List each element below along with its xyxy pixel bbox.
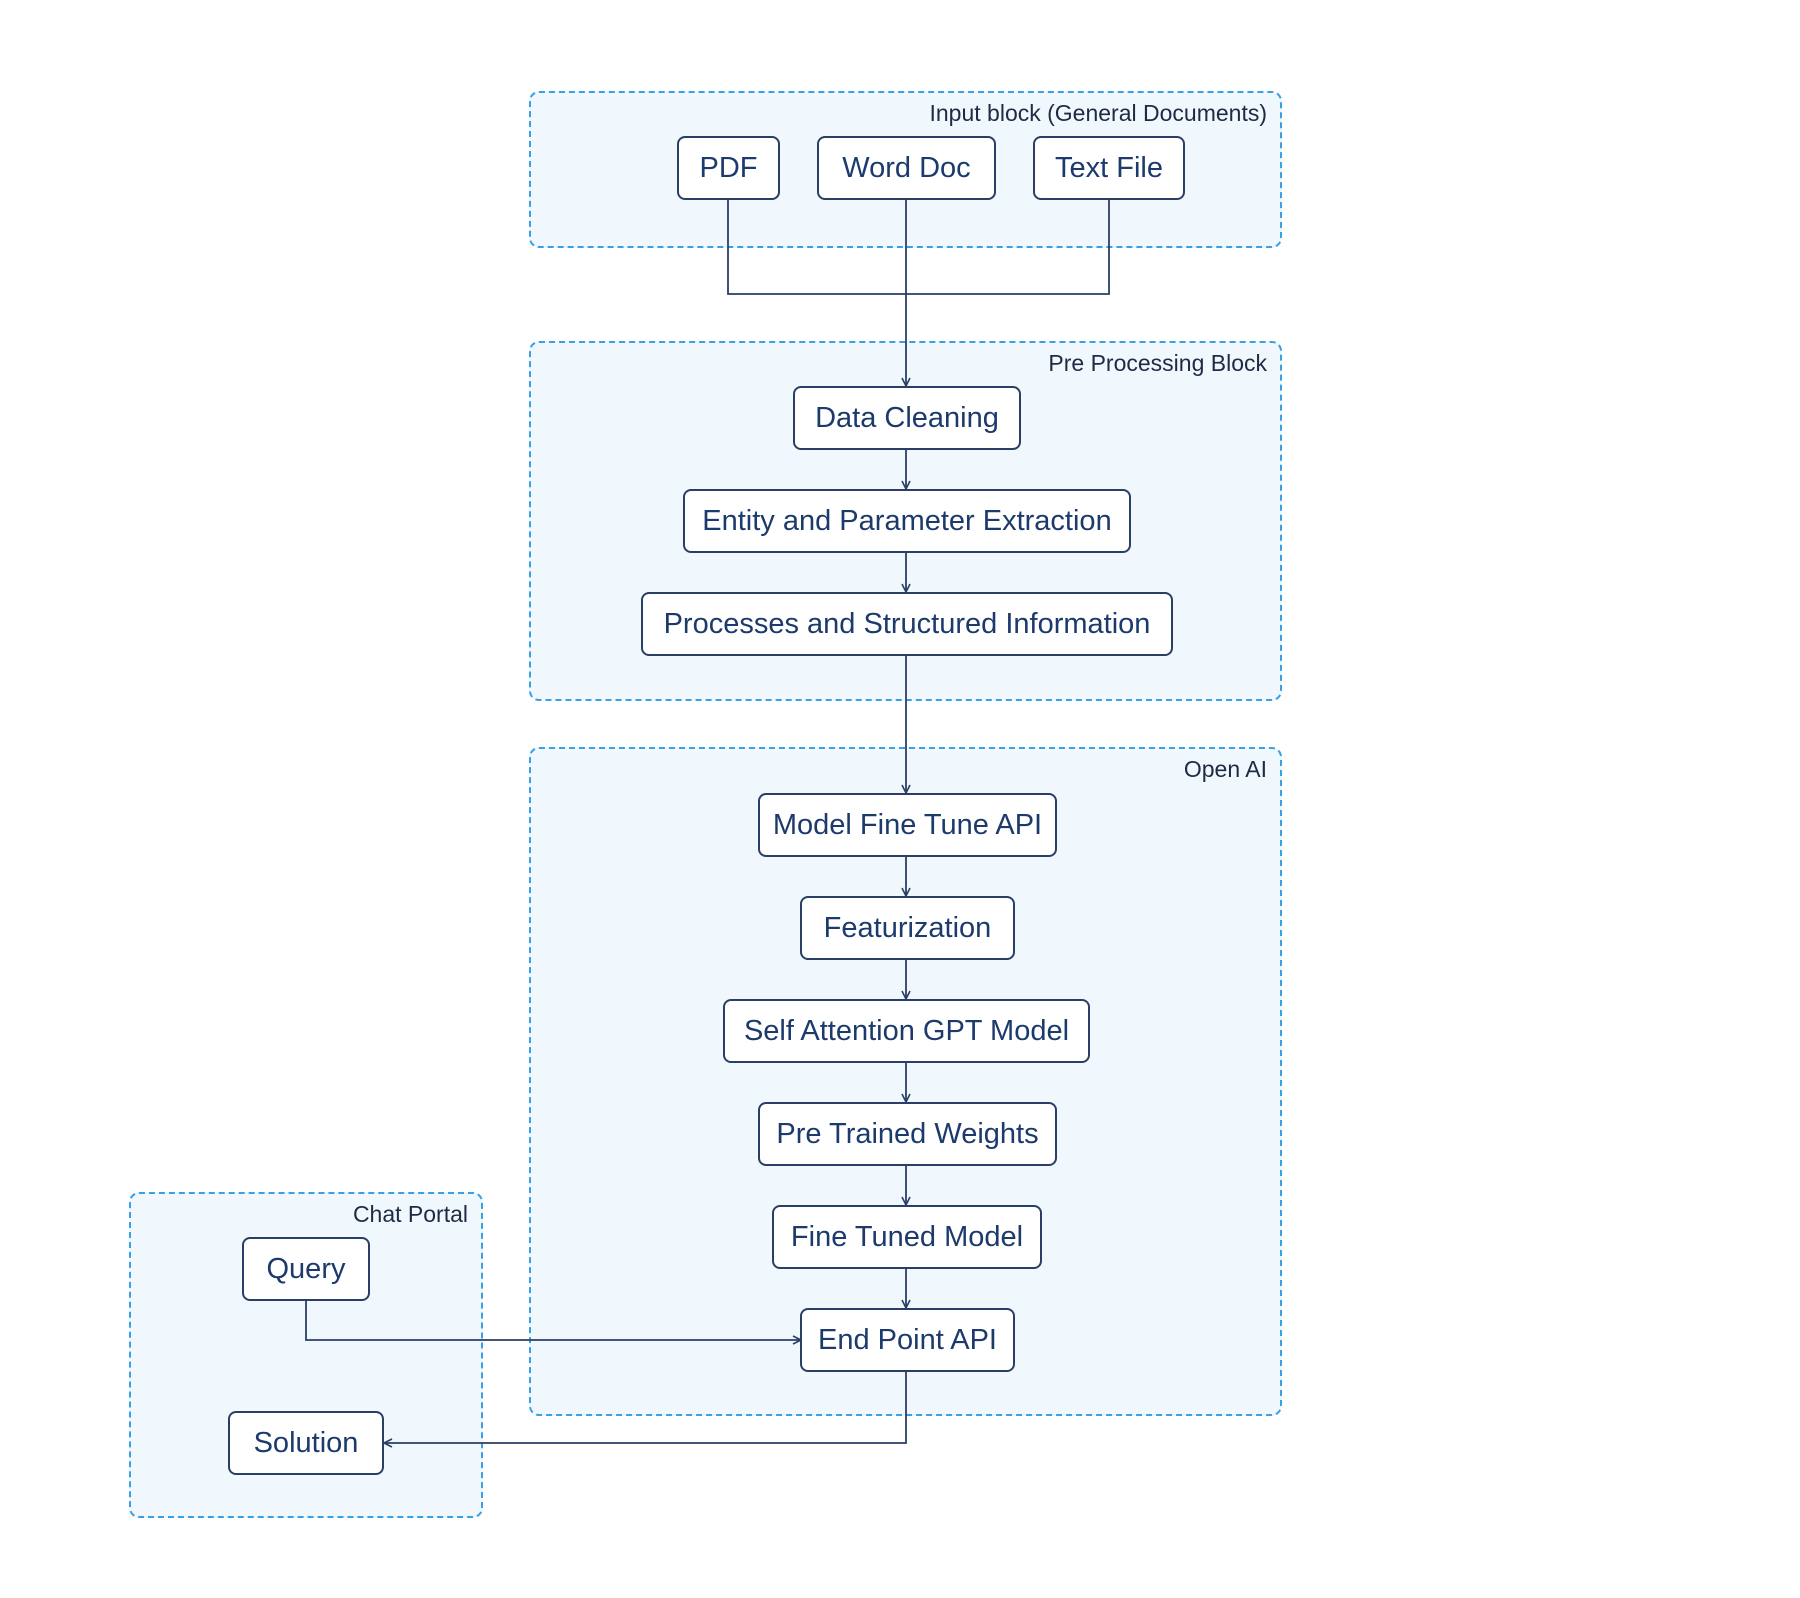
pre-trained-weights-node: Pre Trained Weights: [758, 1102, 1057, 1166]
model-fine-tune-api-node: Model Fine Tune API: [758, 793, 1057, 857]
query-node: Query: [242, 1237, 370, 1301]
structured-information-node: Processes and Structured Information: [641, 592, 1173, 656]
open-ai-label: Open AI: [1183, 756, 1267, 782]
pdf-node: PDF: [677, 136, 780, 200]
word-doc-node: Word Doc: [817, 136, 996, 200]
text-file-node: Text File: [1033, 136, 1185, 200]
pre-processing-label: Pre Processing Block: [1048, 350, 1267, 376]
featurization-node: Featurization: [800, 896, 1015, 960]
input-block-label: Input block (General Documents): [929, 100, 1268, 126]
chat-portal-label: Chat Portal: [352, 1201, 468, 1227]
entity-extraction-node: Entity and Parameter Extraction: [683, 489, 1131, 553]
self-attention-gpt-model-node: Self Attention GPT Model: [723, 999, 1090, 1063]
fine-tuned-model-node: Fine Tuned Model: [772, 1205, 1042, 1269]
data-cleaning-node: Data Cleaning: [793, 386, 1021, 450]
solution-node: Solution: [228, 1411, 384, 1475]
end-point-api-node: End Point API: [800, 1308, 1015, 1372]
